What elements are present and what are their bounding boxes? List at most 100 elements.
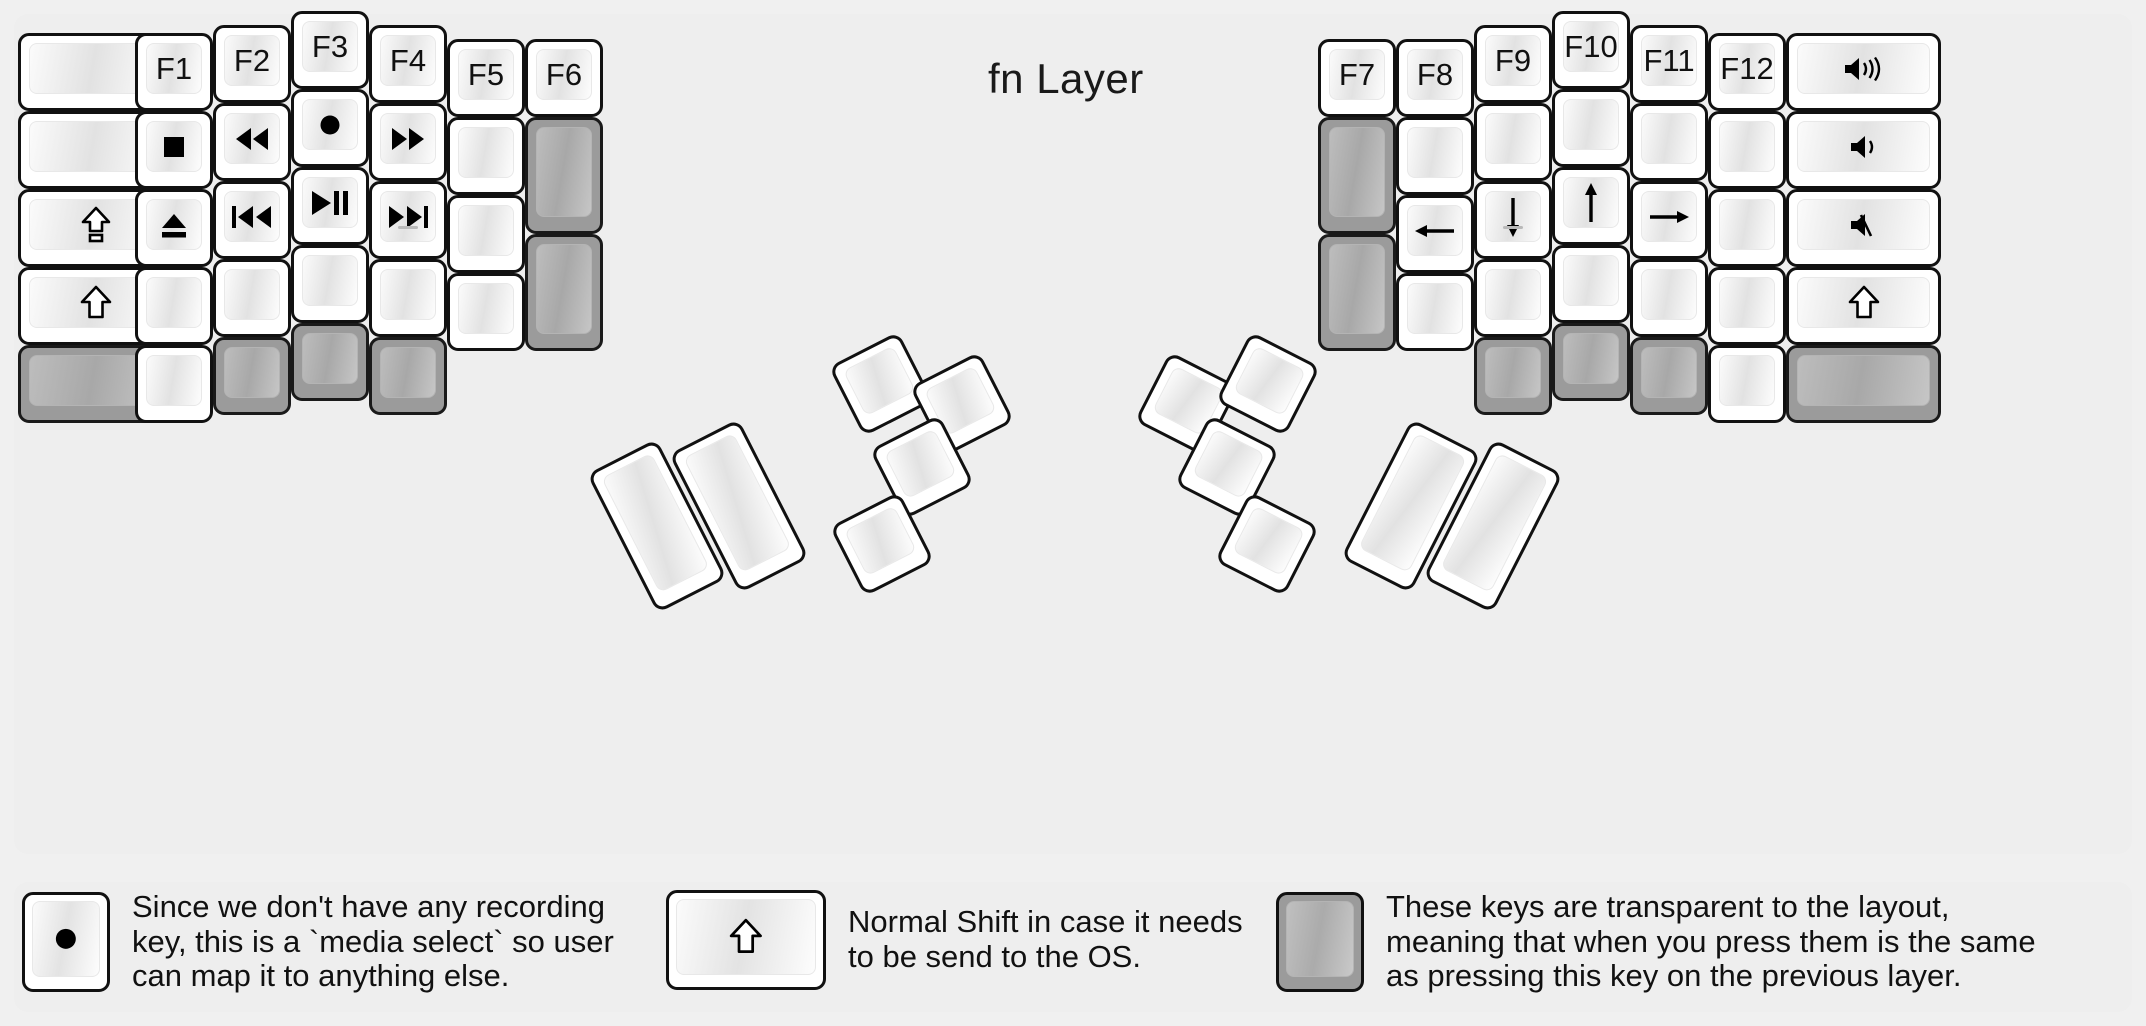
keycap-surface xyxy=(1719,355,1775,406)
keycap-surface xyxy=(146,121,202,172)
col-f2__key-f2[interactable]: F2 xyxy=(213,25,291,103)
keycap-surface xyxy=(1797,199,1930,250)
col-outer-right__key-shift-right[interactable] xyxy=(1786,267,1941,345)
shift-arrow-icon xyxy=(728,917,764,957)
key-label: F6 xyxy=(545,57,583,92)
col-f9__key-blank-f9c-r2[interactable] xyxy=(1474,103,1552,181)
col-f6__key-f6[interactable]: F6 xyxy=(525,39,603,117)
key-label: F10 xyxy=(1564,29,1618,64)
keycap-surface xyxy=(32,901,100,978)
key-label: F11 xyxy=(1643,43,1695,78)
legend-item: These keys are transparent to the layout… xyxy=(1276,889,2036,994)
col-f10__key-arrow-up[interactable] xyxy=(1552,167,1630,245)
col-f11__key-arrow-right[interactable] xyxy=(1630,181,1708,259)
col-f4__key-blank-f4c-r4[interactable] xyxy=(369,259,447,337)
stop-square-icon xyxy=(157,130,191,164)
keycap-surface xyxy=(146,355,202,406)
col-f11__key-transparent-f11c[interactable] xyxy=(1630,337,1708,415)
col-outer-right__key-volume-up[interactable] xyxy=(1786,33,1941,111)
rewind-icon xyxy=(232,124,272,154)
col-f7__key-f7[interactable]: F7 xyxy=(1318,39,1396,117)
col-f12__key-f12[interactable]: F12 xyxy=(1708,33,1786,111)
keycap-surface xyxy=(1719,121,1775,172)
col-f3__key-media-record[interactable] xyxy=(291,89,369,167)
col-f8__key-f8[interactable]: F8 xyxy=(1396,39,1474,117)
col-f2__key-blank-f2c-r4[interactable] xyxy=(213,259,291,337)
col-f4__key-transparent-f4c[interactable] xyxy=(369,337,447,415)
col-f8__key-blank-f8c-r4[interactable] xyxy=(1396,273,1474,351)
keycap-surface xyxy=(1233,345,1307,417)
col-f12__key-blank-f12c-r5[interactable] xyxy=(1708,345,1786,423)
play-pause-icon xyxy=(309,188,351,218)
keycap-surface xyxy=(1719,277,1775,328)
col-f9__key-transparent-f9c[interactable] xyxy=(1474,337,1552,415)
col-f2__key-media-prev-track[interactable] xyxy=(213,181,291,259)
keycap-surface xyxy=(458,283,514,334)
col-f2__key-media-rewind[interactable] xyxy=(213,103,291,181)
col-f12__key-blank-f12c-r2[interactable] xyxy=(1708,111,1786,189)
col-f7__key-transparent-f7c-tall2[interactable] xyxy=(1318,234,1396,351)
col-f6__key-transparent-f6c-tall1[interactable] xyxy=(525,117,603,234)
key-label: F9 xyxy=(1494,43,1532,78)
keycap-surface xyxy=(883,428,957,500)
keycap-surface xyxy=(1641,269,1697,320)
col-f3__key-blank-f3c-r4[interactable] xyxy=(291,245,369,323)
keycap-surface xyxy=(1797,121,1930,172)
legend-record-key xyxy=(22,892,110,993)
col-f9__key-f9[interactable]: F9 xyxy=(1474,25,1552,103)
col-f3__key-transparent-f3c[interactable] xyxy=(291,323,369,401)
col-f9__key-arrow-down[interactable] xyxy=(1474,181,1552,259)
col-f9__key-blank-f9c-r4[interactable] xyxy=(1474,259,1552,337)
col-f1__key-media-stop[interactable] xyxy=(135,111,213,189)
col-f1__key-media-eject[interactable] xyxy=(135,189,213,267)
col-f2__key-transparent-f2c[interactable] xyxy=(213,337,291,415)
col-outer-right__key-transparent-outer-right[interactable] xyxy=(1786,345,1941,423)
keycap-surface xyxy=(1407,205,1463,256)
arrow-down-icon xyxy=(1498,195,1528,239)
col-f1__key-blank-f1c-r4[interactable] xyxy=(135,267,213,345)
col-f5__key-blank-f5c-r3[interactable] xyxy=(447,195,525,273)
col-f8__key-blank-f8c-r2[interactable] xyxy=(1396,117,1474,195)
col-f10__key-transparent-f10c[interactable] xyxy=(1552,323,1630,401)
col-outer-right__key-volume-down[interactable] xyxy=(1786,111,1941,189)
col-f11__key-blank-f11c-r2[interactable] xyxy=(1630,103,1708,181)
col-f8__key-arrow-left[interactable] xyxy=(1396,195,1474,273)
keycap-surface xyxy=(1797,355,1930,406)
col-f12__key-blank-f12c-r3[interactable] xyxy=(1708,189,1786,267)
record-dot-icon xyxy=(48,921,84,957)
col-f5__key-blank-f5c-r2[interactable] xyxy=(447,117,525,195)
col-f5__key-f5[interactable]: F5 xyxy=(447,39,525,117)
keycap-surface: F10 xyxy=(1563,21,1619,72)
col-f3__key-f3[interactable]: F3 xyxy=(291,11,369,89)
col-f7__key-transparent-f7c-tall1[interactable] xyxy=(1318,117,1396,234)
col-f4__key-media-fast-forward[interactable] xyxy=(369,103,447,181)
keycap-surface xyxy=(1563,255,1619,306)
keycap-surface: F8 xyxy=(1407,49,1463,100)
key-label: F12 xyxy=(1720,51,1774,86)
keycap-surface: F12 xyxy=(1719,43,1775,94)
col-f6__key-transparent-f6c-tall2[interactable] xyxy=(525,234,603,351)
keycap-surface xyxy=(1232,505,1306,577)
col-f1__key-f1[interactable]: F1 xyxy=(135,33,213,111)
keycap-surface xyxy=(302,333,358,384)
keycap-surface xyxy=(1407,127,1463,178)
col-f10__key-f10[interactable]: F10 xyxy=(1552,11,1630,89)
col-f1__key-blank-f1c-r5[interactable] xyxy=(135,345,213,423)
keycap-surface: F2 xyxy=(224,35,280,86)
legend-shift-key xyxy=(666,890,826,990)
col-f4__key-media-next-track[interactable] xyxy=(369,181,447,259)
keycap-surface xyxy=(146,199,202,250)
col-f11__key-blank-f11c-r4[interactable] xyxy=(1630,259,1708,337)
key-label: F7 xyxy=(1338,57,1376,92)
col-f4__key-f4[interactable]: F4 xyxy=(369,25,447,103)
keycap-surface xyxy=(536,127,592,217)
key-label: F4 xyxy=(389,43,427,78)
col-f11__key-f11[interactable]: F11 xyxy=(1630,25,1708,103)
col-f10__key-blank-f10c-r2[interactable] xyxy=(1552,89,1630,167)
col-f10__key-blank-f10c-r4[interactable] xyxy=(1552,245,1630,323)
col-f12__key-blank-f12c-r4[interactable] xyxy=(1708,267,1786,345)
col-f5__key-blank-f5c-r4[interactable] xyxy=(447,273,525,351)
col-f3__key-media-play-pause[interactable] xyxy=(291,167,369,245)
col-outer-right__key-volume-mute[interactable] xyxy=(1786,189,1941,267)
